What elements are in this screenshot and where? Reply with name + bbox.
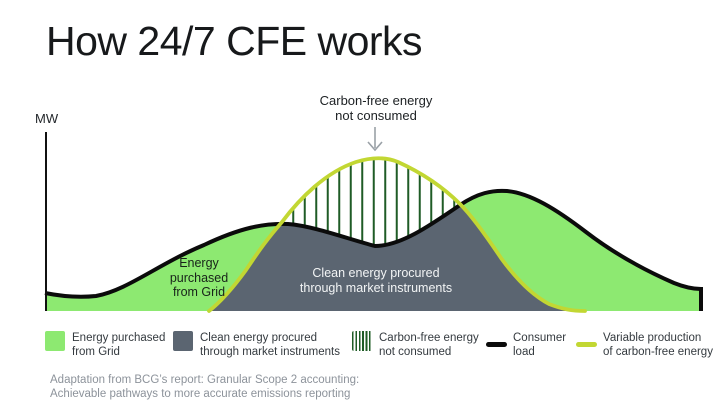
annotation-line-1: Carbon-free energy bbox=[319, 93, 433, 108]
legend-label-load: Consumer load bbox=[513, 331, 566, 359]
legend-not-consumed-line-2: not consumed bbox=[379, 346, 452, 358]
legend-market-line-2: through market instruments bbox=[200, 346, 340, 358]
legend-market-line-1: Clean energy procured bbox=[200, 332, 317, 344]
grid-area-label-line-3: from Grid bbox=[172, 285, 226, 299]
annotation-cfe-not-consumed: Carbon-free energy not consumed bbox=[290, 93, 462, 123]
legend-item-variable-production: Variable production of carbon-free energ… bbox=[576, 331, 713, 359]
annotation-arrow-icon bbox=[367, 127, 383, 152]
y-axis-label: MW bbox=[35, 111, 59, 126]
legend-label-grid: Energy purchased from Grid bbox=[72, 331, 165, 359]
green-square-swatch-icon bbox=[45, 331, 65, 351]
annotation-line-2: not consumed bbox=[335, 108, 417, 123]
legend-label-variable-production: Variable production of carbon-free energ… bbox=[603, 331, 713, 359]
hatched-square-swatch-icon bbox=[352, 331, 372, 351]
legend-load-line-1: Consumer bbox=[513, 332, 567, 344]
legend-load-line-2: load bbox=[513, 346, 535, 358]
legend-item-market: Clean energy procured through market ins… bbox=[173, 331, 340, 359]
grid-area-label-line-2: purchased bbox=[169, 270, 229, 285]
area-market-instruments bbox=[209, 205, 585, 311]
source-attribution: Adaptation from BCG’s report: Granular S… bbox=[50, 374, 359, 401]
legend-grid-line-2: from Grid bbox=[72, 346, 120, 358]
page-title: How 24/7 CFE works bbox=[46, 18, 423, 64]
lime-line-swatch-icon bbox=[576, 342, 597, 347]
black-line-swatch-icon bbox=[486, 342, 507, 347]
legend-item-grid: Energy purchased from Grid bbox=[45, 331, 165, 359]
market-area-label-line-1: Clean energy procured bbox=[312, 266, 440, 280]
legend-not-consumed-line-1: Carbon-free energy bbox=[379, 332, 479, 344]
gray-square-swatch-icon bbox=[173, 331, 193, 351]
legend-label-market: Clean energy procured through market ins… bbox=[200, 331, 340, 359]
consumer-load-curve bbox=[44, 188, 703, 311]
legend-item-load: Consumer load bbox=[486, 331, 566, 359]
grid-area-label-line-1: Energy bbox=[179, 256, 219, 270]
legend-label-not-consumed: Carbon-free energy not consumed bbox=[379, 331, 479, 359]
legend-variable-line-1: Variable production bbox=[603, 332, 702, 344]
source-line-2: Achievable pathways to more accurate emi… bbox=[50, 387, 351, 400]
source-line-1: Adaptation from BCG’s report: Granular S… bbox=[50, 374, 360, 386]
legend-grid-line-1: Energy purchased bbox=[72, 332, 166, 344]
legend-item-not-consumed: Carbon-free energy not consumed bbox=[352, 331, 479, 359]
grid-area-label: Energy purchased from Grid bbox=[153, 256, 245, 300]
legend-variable-line-2: of carbon-free energy bbox=[603, 346, 713, 358]
cfe-production-curve bbox=[207, 156, 587, 313]
area-cfe-not-consumed bbox=[282, 158, 460, 246]
market-area-label-line-2: through market instruments bbox=[299, 280, 453, 295]
market-area-label: Clean energy procured through market ins… bbox=[288, 266, 464, 295]
